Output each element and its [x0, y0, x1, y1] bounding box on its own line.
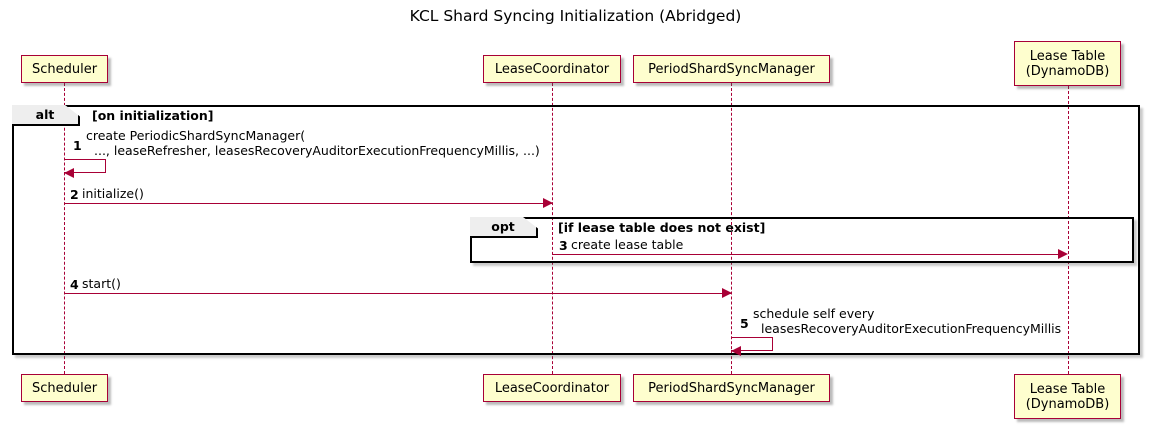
fragment-opt	[470, 217, 1134, 263]
message-5-label-line1: schedule self every	[753, 306, 875, 321]
participant-periodshardsyncmanager-bottom[interactable]: PeriodShardSyncManager	[633, 374, 830, 402]
participant-leasetable-top-label-line1: Lease Table	[1029, 48, 1106, 64]
message-2-line	[64, 203, 553, 204]
participant-leasetable-top-label-line2: (DynamoDB)	[1025, 63, 1110, 79]
message-4-line	[64, 293, 732, 294]
fragment-alt-keyword: alt	[35, 107, 55, 122]
fragment-alt	[12, 105, 1140, 355]
message-5-self-loop	[731, 337, 773, 351]
message-3-label: create lease table	[571, 237, 684, 253]
message-1-self-loop	[64, 159, 106, 173]
participant-leasecoordinator-bottom-label: LeaseCoordinator	[494, 380, 610, 396]
message-1-label: create PeriodicShardSyncManager( ..., le…	[86, 128, 540, 158]
message-5-label-line2: leasesRecoveryAuditorExecutionFrequencyM…	[761, 320, 1062, 336]
participant-periodshardsyncmanager-top-label: PeriodShardSyncManager	[648, 61, 815, 77]
message-4-label: start()	[82, 276, 121, 292]
message-2-arrowhead	[543, 198, 553, 208]
message-3-line	[552, 254, 1058, 255]
participant-periodshardsyncmanager-top[interactable]: PeriodShardSyncManager	[633, 55, 830, 83]
participant-periodshardsyncmanager-bottom-label: PeriodShardSyncManager	[648, 380, 815, 396]
message-5-label: schedule self every leasesRecoveryAudito…	[753, 306, 1062, 336]
message-4-label-line1: start()	[82, 276, 121, 291]
message-5-arrowhead	[731, 346, 741, 356]
fragment-opt-keyword: opt	[491, 219, 515, 234]
participant-leasecoordinator-bottom[interactable]: LeaseCoordinator	[483, 374, 621, 402]
lifeline-leasetable	[1068, 86, 1069, 374]
participant-leasecoordinator-top[interactable]: LeaseCoordinator	[483, 55, 621, 83]
participant-scheduler-bottom-label: Scheduler	[31, 380, 98, 396]
participant-leasetable-bottom-label-line2: (DynamoDB)	[1025, 396, 1110, 412]
participant-scheduler-top-label: Scheduler	[31, 61, 98, 77]
diagram-title: KCL Shard Syncing Initialization (Abridg…	[409, 7, 742, 25]
lifeline-scheduler	[64, 83, 65, 374]
message-1-number: 1	[73, 138, 82, 153]
lifeline-leasecoordinator	[552, 83, 553, 374]
participant-leasecoordinator-top-label: LeaseCoordinator	[494, 61, 610, 77]
message-4-arrowhead	[722, 288, 732, 298]
participant-leasetable-bottom-label-line1: Lease Table	[1029, 381, 1106, 397]
message-3-arrowhead	[1058, 249, 1068, 259]
participant-leasetable-top[interactable]: Lease Table (DynamoDB)	[1014, 41, 1121, 86]
message-4-number: 4	[70, 277, 79, 292]
participant-leasetable-bottom[interactable]: Lease Table (DynamoDB)	[1014, 374, 1121, 419]
participant-scheduler-top[interactable]: Scheduler	[21, 55, 108, 83]
message-1-label-line1: create PeriodicShardSyncManager(	[86, 128, 306, 143]
message-5-number: 5	[740, 316, 749, 331]
message-2-label: initialize()	[82, 186, 144, 202]
message-1-arrowhead	[64, 168, 74, 178]
message-3-number: 3	[559, 238, 568, 253]
message-2-label-line1: initialize()	[82, 186, 144, 201]
fragment-opt-condition: [if lease table does not exist]	[558, 220, 766, 235]
fragment-alt-condition: [on initialization]	[92, 108, 214, 123]
message-1-label-line2: ..., leaseRefresher, leasesRecoveryAudit…	[94, 142, 540, 158]
participant-scheduler-bottom[interactable]: Scheduler	[21, 374, 108, 402]
message-2-number: 2	[70, 187, 79, 202]
message-3-label-line1: create lease table	[571, 237, 684, 252]
lifeline-periodshardsyncmanager	[731, 83, 732, 374]
